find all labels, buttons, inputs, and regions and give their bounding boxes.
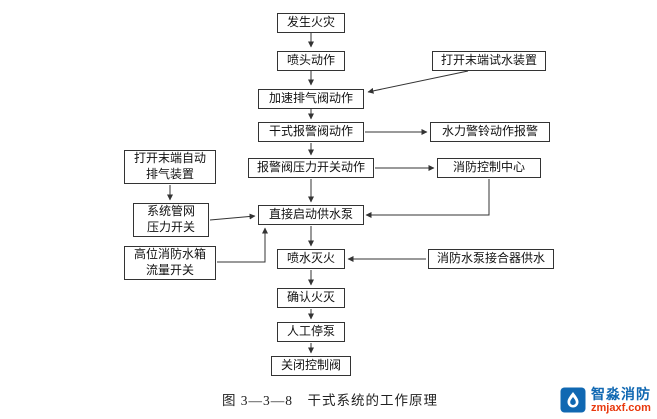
node-manual-stop-pump: 人工停泵: [277, 322, 345, 342]
brand-logo-icon: [560, 387, 586, 413]
node-dry-alarm-valve: 干式报警阀动作: [258, 122, 364, 142]
node-start-supply-pump: 直接启动供水泵: [258, 205, 364, 225]
node-alarm-valve-pressure-switch: 报警阀压力开关动作: [248, 158, 374, 178]
figure-caption: 图 3—3—8 干式系统的工作原理: [221, 393, 439, 408]
node-end-test-device: 打开末端试水装置: [432, 51, 546, 71]
watermark: 智淼消防 zmjaxf.com: [560, 385, 651, 414]
node-hydraulic-alarm-bell: 水力警铃动作报警: [430, 122, 550, 142]
watermark-text: 智淼消防 zmjaxf.com: [591, 385, 651, 414]
node-confirm-extinguished: 确认火灭: [277, 288, 345, 308]
watermark-brand: 智淼消防: [591, 385, 651, 402]
node-fire-occurs: 发生火灾: [277, 13, 345, 33]
node-accelerated-exhaust-valve: 加速排气阀动作: [258, 89, 364, 109]
node-network-pressure-switch: 系统管网 压力开关: [133, 203, 209, 237]
node-close-control-valve: 关闭控制阀: [271, 356, 351, 376]
node-tank-flow-switch: 高位消防水箱 流量开关: [124, 246, 216, 280]
node-sprinkler-action: 喷头动作: [277, 51, 345, 71]
node-fire-control-center: 消防控制中心: [437, 158, 541, 178]
node-end-auto-exhaust-device: 打开末端自动 排气装置: [124, 150, 216, 184]
node-pump-coupler-supply: 消防水泵接合器供水: [428, 249, 554, 269]
node-spray-extinguish: 喷水灭火: [277, 249, 345, 269]
watermark-url: zmjaxf.com: [591, 401, 651, 414]
